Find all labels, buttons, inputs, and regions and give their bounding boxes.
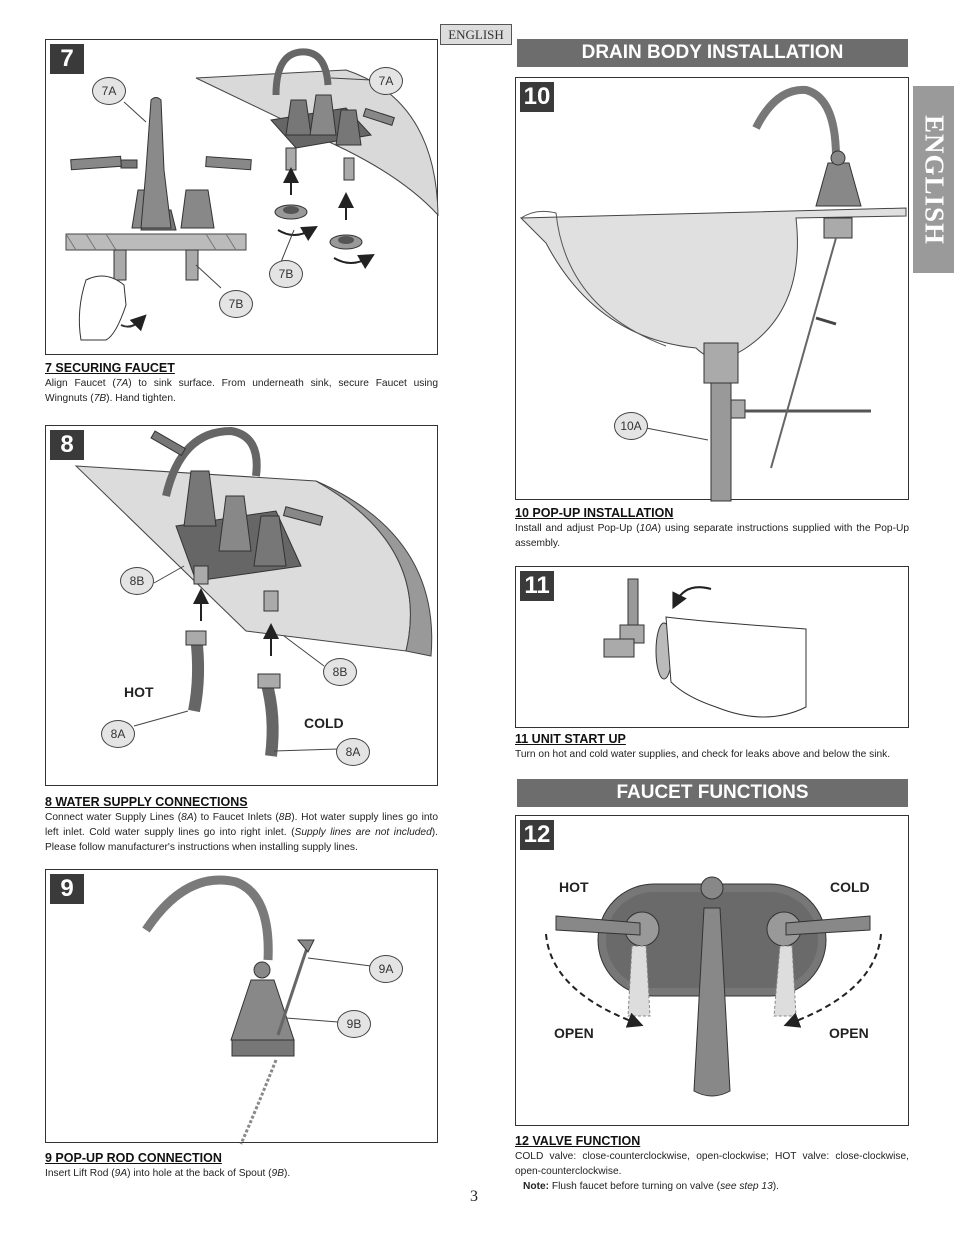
step-number: 10 bbox=[520, 82, 554, 112]
callout-8a-left: 8A bbox=[101, 720, 135, 748]
section-banner-faucet-functions: FAUCET FUNCTIONS bbox=[517, 779, 908, 807]
step-8-figure: 8 8B 8B 8A 8A HOT COLD bbox=[45, 425, 438, 786]
step-12-note: Note: Flush faucet before turning on val… bbox=[523, 1181, 779, 1192]
callout-8a-right: 8A bbox=[336, 738, 370, 766]
callout-7b-bottom: 7B bbox=[219, 290, 253, 318]
hot-label: HOT bbox=[124, 684, 154, 700]
step-9-figure: 9 9A 9B bbox=[45, 869, 438, 1145]
step-number: 7 bbox=[50, 44, 84, 74]
supply-connection-illustration bbox=[74, 426, 433, 757]
callout-9a: 9A bbox=[369, 955, 403, 983]
popup-rod-illustration bbox=[142, 875, 372, 1145]
unit-start-up-illustration bbox=[603, 578, 807, 718]
step-number: 9 bbox=[50, 874, 84, 904]
step-8-text: Connect water Supply Lines (8A) to Fauce… bbox=[45, 812, 438, 853]
callout-8b-right: 8B bbox=[323, 658, 357, 686]
step-12-figure: 12 HOT COLD OPEN OPEN bbox=[515, 815, 909, 1126]
side-tab-label: ENGLISH bbox=[919, 114, 949, 245]
callout-7a-right: 7A bbox=[369, 67, 403, 95]
step-10-figure: 10 10A bbox=[515, 77, 909, 502]
callout-7b-right: 7B bbox=[269, 260, 303, 288]
hot-label: HOT bbox=[559, 879, 589, 895]
callout-9b: 9B bbox=[337, 1010, 371, 1038]
valve-function-illustration bbox=[545, 876, 882, 1097]
step-number: 12 bbox=[520, 820, 554, 850]
step-12-text: COLD valve: close-counterclockwise, open… bbox=[515, 1151, 909, 1177]
step-10-text: Install and adjust Pop-Up (10A) using se… bbox=[515, 523, 909, 549]
step-10-title: 10 POP-UP INSTALLATION bbox=[515, 506, 674, 520]
callout-10a: 10A bbox=[614, 412, 648, 440]
side-tab: ENGLISH bbox=[913, 86, 954, 273]
step-number: 8 bbox=[50, 430, 84, 460]
step-11-text: Turn on hot and cold water supplies, and… bbox=[515, 749, 891, 760]
step-11-figure: 11 bbox=[515, 566, 909, 728]
step-7-figure: 7 bbox=[45, 39, 439, 355]
step-7-text: Align Faucet (7A) to sink surface. From … bbox=[45, 378, 438, 404]
open-label-left: OPEN bbox=[554, 1025, 594, 1041]
faucet-securing-illustration bbox=[65, 48, 439, 341]
step-12-title: 12 VALVE FUNCTION bbox=[515, 1134, 641, 1148]
step-number: 11 bbox=[520, 571, 554, 601]
callout-7a-left: 7A bbox=[92, 77, 126, 105]
cold-label: COLD bbox=[830, 879, 870, 895]
step-9-text: Insert Lift Rod (9A) into hole at the ba… bbox=[45, 1168, 291, 1179]
step-9-title: 9 POP-UP ROD CONNECTION bbox=[45, 1151, 222, 1165]
step-8-title: 8 WATER SUPPLY CONNECTIONS bbox=[45, 795, 248, 809]
open-label-right: OPEN bbox=[829, 1025, 869, 1041]
language-tag: ENGLISH bbox=[440, 24, 512, 45]
page-number: 3 bbox=[470, 1188, 478, 1205]
step-7-title: 7 SECURING FAUCET bbox=[45, 361, 175, 375]
section-banner-drain-body: DRAIN BODY INSTALLATION bbox=[517, 39, 908, 67]
step-11-title: 11 UNIT START UP bbox=[515, 732, 626, 746]
callout-8b-left: 8B bbox=[120, 567, 154, 595]
cold-label: COLD bbox=[304, 715, 344, 731]
popup-installation-illustration bbox=[519, 85, 907, 502]
